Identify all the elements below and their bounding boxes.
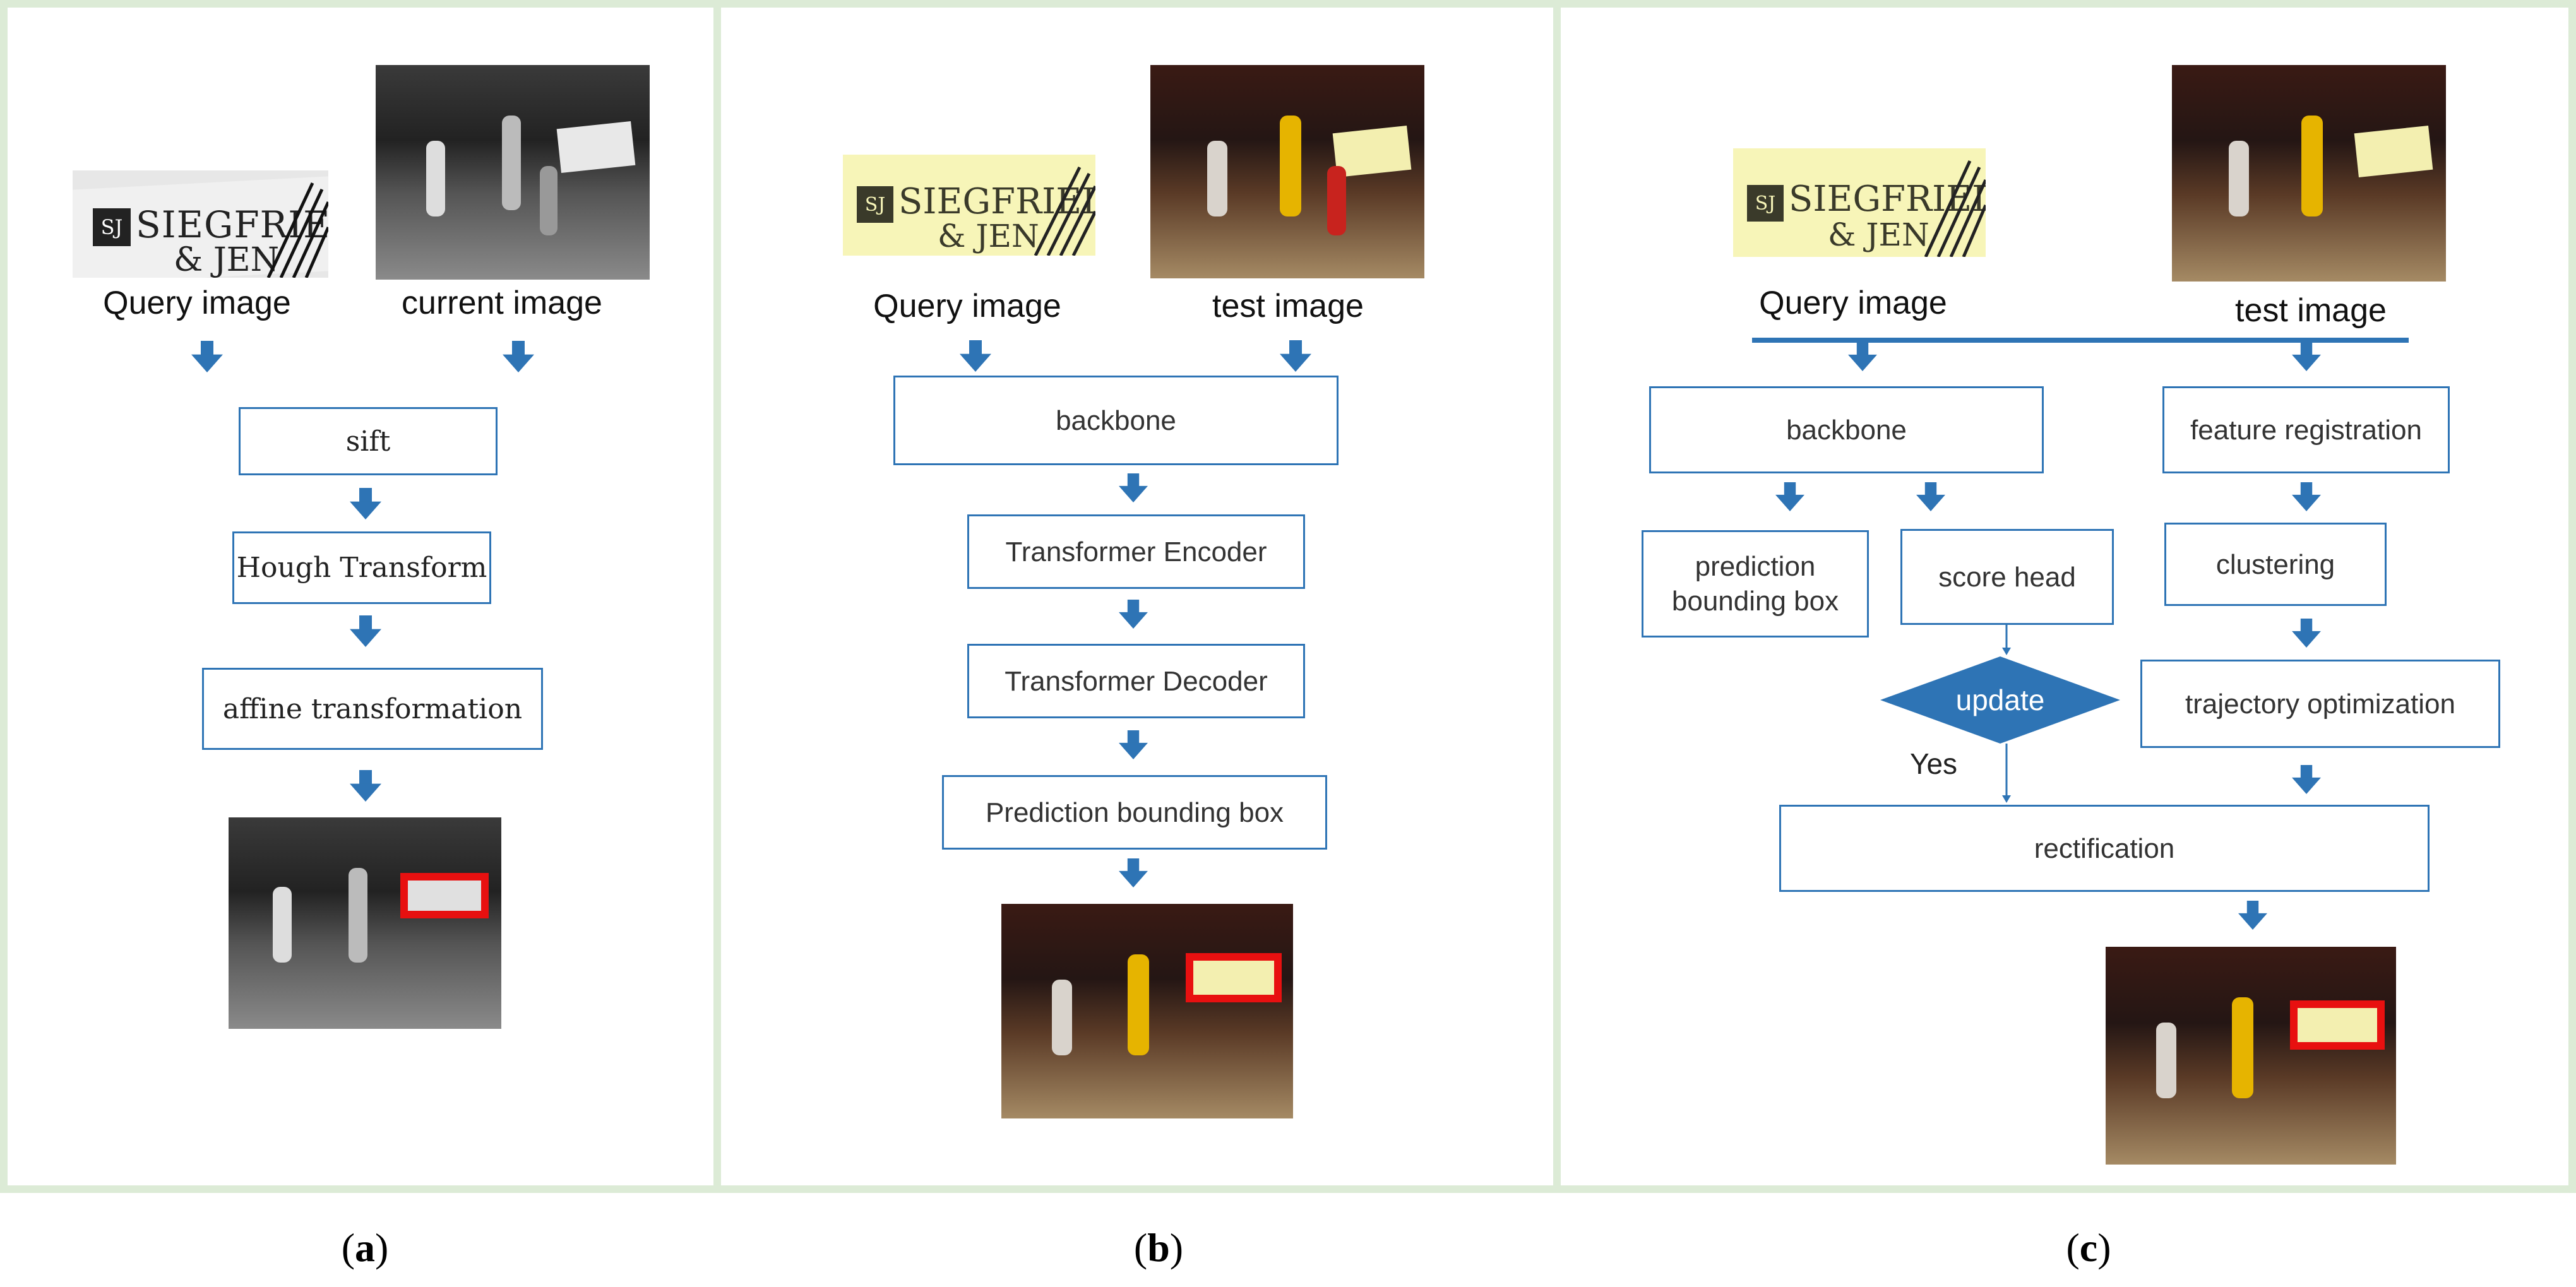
step-feature-registration: feature registration (2162, 386, 2450, 473)
down-arrow (1848, 341, 1877, 372)
sign-logo: SJ (857, 186, 893, 223)
down-arrow (2292, 341, 2321, 372)
down-arrow (2238, 899, 2267, 931)
result-image-c (2106, 947, 2396, 1165)
step-prediction-bounding-box-b: Prediction bounding box (942, 775, 1327, 850)
test-image-c (2172, 65, 2446, 282)
test-image-b (1150, 65, 1424, 278)
down-arrow (1119, 598, 1148, 630)
down-arrow (503, 341, 534, 372)
player-yellow (2301, 116, 2323, 216)
railing-lines (1034, 166, 1095, 256)
court-sign (2354, 126, 2433, 177)
court-sign (556, 121, 636, 173)
thin-arrow (2002, 744, 2011, 803)
step-transformer-encoder: Transformer Encoder (967, 514, 1305, 589)
sign-line2: & JEN (1828, 216, 1929, 253)
result-image-b (1001, 904, 1293, 1118)
player-figure (502, 116, 521, 210)
query-label-a: Query image (103, 285, 291, 321)
down-arrow (1119, 729, 1148, 761)
test-label-c: test image (2235, 292, 2387, 329)
down-arrow (350, 764, 381, 808)
player-figure (349, 868, 367, 963)
query-image-a: SJ SIEGFRIED & JEN (73, 170, 328, 278)
caption-a: (a) (341, 1225, 389, 1270)
update-label: update (1955, 684, 2045, 716)
step-backbone-b: backbone (893, 376, 1339, 465)
current-image-a (376, 65, 650, 280)
player-red (1327, 166, 1346, 235)
query-image-c: SJ SIEGFRIED & JEN (1733, 148, 1986, 257)
step-prediction-bounding-box-c: prediction bounding box (1642, 530, 1869, 638)
down-arrow (960, 340, 991, 372)
player-figure (273, 887, 292, 963)
yes-label: Yes (1910, 747, 1958, 780)
player-red (2156, 1023, 2176, 1098)
player-red (1207, 141, 1227, 216)
query-image-b: SJ SIEGFRIED & JEN (843, 155, 1095, 256)
down-arrow (1119, 472, 1148, 504)
sign-line2: & JEN (938, 218, 1039, 254)
detection-box (1186, 953, 1282, 1002)
down-arrow (350, 609, 381, 653)
player-figure (540, 166, 558, 235)
test-label-b: test image (1212, 288, 1364, 324)
result-image-a (229, 817, 501, 1029)
sign-logo: SJ (1747, 185, 1784, 222)
step-score-head: score head (1900, 529, 2114, 625)
query-label-c: Query image (1759, 285, 1947, 321)
caption-c: (c) (2066, 1225, 2111, 1270)
step-rectification: rectification (1779, 805, 2430, 892)
player-yellow (1280, 116, 1301, 216)
step-hough-transform: Hough Transform (232, 531, 491, 604)
down-arrow (1119, 857, 1148, 889)
player-figure (426, 141, 445, 216)
railing-lines (1924, 160, 1986, 257)
player-red (2229, 141, 2249, 216)
player-yellow (1128, 954, 1149, 1055)
detection-box (2290, 1000, 2385, 1050)
step-affine-transformation: affine transformation (202, 668, 543, 750)
step-backbone-c: backbone (1649, 386, 2044, 473)
update-diamond (1880, 656, 2120, 744)
down-arrow (2292, 617, 2321, 649)
down-arrow (1916, 481, 1945, 513)
down-arrow (350, 482, 381, 526)
current-label-a: current image (402, 285, 602, 321)
step-sift: sift (239, 407, 498, 475)
down-arrow (1280, 340, 1311, 372)
sign-line2: & JEN (174, 241, 280, 278)
caption-b: (b) (1133, 1225, 1184, 1270)
down-arrow (191, 341, 223, 372)
railing-lines (266, 182, 328, 278)
split-line (1752, 338, 2409, 343)
step-clustering: clustering (2164, 523, 2387, 606)
step-trajectory-optimization: trajectory optimization (2140, 660, 2500, 748)
down-arrow (2292, 764, 2321, 795)
detection-box (400, 873, 489, 918)
query-label-b: Query image (873, 288, 1061, 324)
player-yellow (2232, 997, 2253, 1098)
sign-line1: SIEGFRIED (136, 203, 328, 246)
down-arrow (2292, 481, 2321, 513)
thin-arrow (2002, 625, 2011, 655)
step-transformer-decoder: Transformer Decoder (967, 644, 1305, 718)
down-arrow (1775, 481, 1804, 513)
sign-logo: SJ (93, 208, 131, 246)
player-red (1052, 980, 1072, 1055)
